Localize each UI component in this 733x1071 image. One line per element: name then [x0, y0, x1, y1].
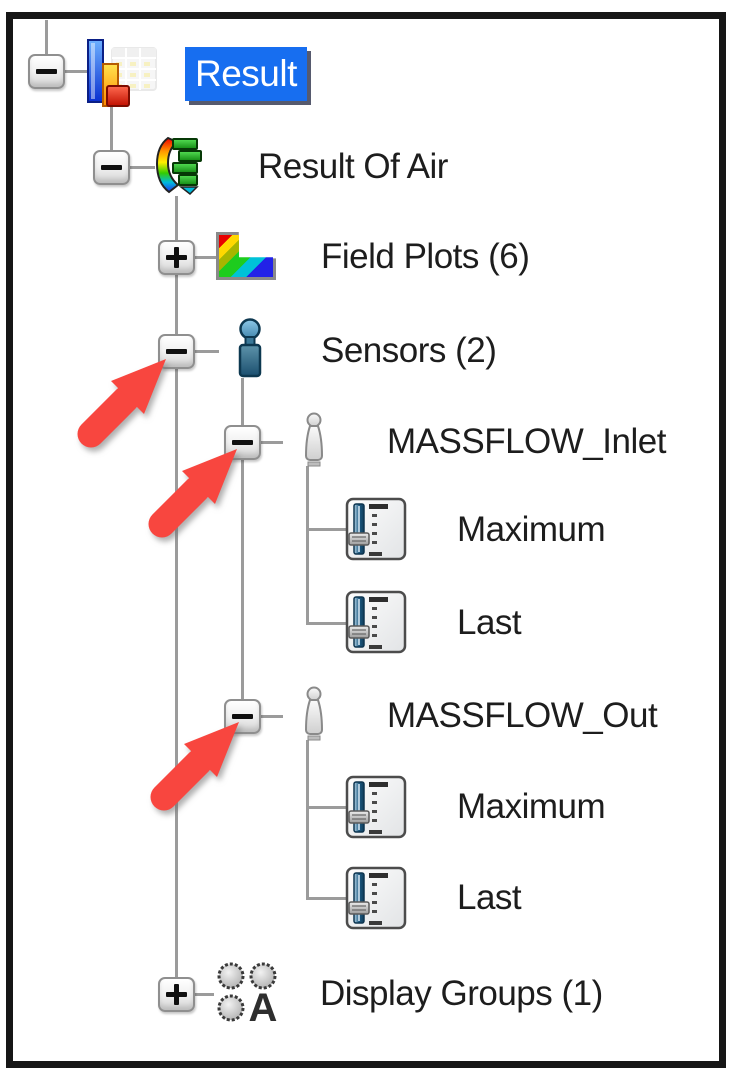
- red-arrow-annotation-massflow-inlet: [148, 449, 237, 538]
- red-arrow-annotation-sensors: [77, 359, 166, 448]
- slider-panel-icon: [345, 866, 407, 930]
- tree-connector-line: [110, 106, 113, 150]
- node-label-result-selected[interactable]: Result: [185, 47, 307, 101]
- tree-connector-line: [45, 20, 48, 54]
- minus-icon: [36, 69, 57, 74]
- solution-result-rainbow-icon: [155, 136, 202, 195]
- tree-connector-line: [241, 378, 244, 700]
- sensor-pawn-blue-icon: [238, 318, 262, 378]
- node-label-out-maximum[interactable]: Maximum: [457, 787, 606, 827]
- node-label-inlet-last[interactable]: Last: [457, 603, 522, 643]
- tree-connector-line: [261, 441, 283, 444]
- tree-connector-line: [306, 466, 309, 625]
- minus-icon: [232, 440, 253, 445]
- slider-panel-icon: [345, 497, 407, 561]
- tree-connector-line: [65, 70, 90, 73]
- result-of-air-expander-minus[interactable]: [93, 150, 130, 185]
- tree-connector-line: [195, 993, 214, 996]
- tree-connector-line: [129, 166, 155, 169]
- display-groups-circles-icon: A: [217, 962, 278, 1024]
- node-label-massflow-out[interactable]: MASSFLOW_Out: [387, 696, 658, 736]
- display-groups-expander-plus[interactable]: [158, 977, 195, 1012]
- tree-connector-line: [195, 256, 219, 259]
- result-chart-table-icon: [87, 39, 157, 107]
- node-label-field-plots[interactable]: Field Plots (6): [321, 237, 530, 277]
- tree-connector-line: [261, 715, 283, 718]
- tree-connector-line: [195, 350, 219, 353]
- minus-icon: [101, 165, 122, 170]
- panel-border: [6, 12, 726, 1068]
- minus-icon: [166, 349, 187, 354]
- red-arrow-annotation-massflow-out: [150, 722, 239, 811]
- slider-panel-icon: [345, 775, 407, 839]
- node-label-massflow-inlet[interactable]: MASSFLOW_Inlet: [387, 422, 666, 462]
- sensor-pawn-white-icon: [304, 686, 324, 741]
- tree-connector-line: [306, 528, 347, 531]
- sensor-pawn-white-icon: [304, 412, 324, 467]
- field-plots-expander-plus[interactable]: [158, 240, 195, 275]
- field-plot-contour-icon: [216, 232, 276, 280]
- tree-connector-line: [306, 622, 347, 625]
- tree-connector-line: [306, 740, 309, 900]
- tree-connector-line: [306, 806, 347, 809]
- node-label-sensors[interactable]: Sensors (2): [321, 331, 497, 371]
- node-label-out-last[interactable]: Last: [457, 878, 522, 918]
- svg-text:A: A: [249, 986, 278, 1024]
- massflow-inlet-expander-minus[interactable]: [224, 425, 261, 460]
- node-label-result-of-air[interactable]: Result Of Air: [258, 147, 448, 187]
- tree-connector-line: [175, 196, 178, 977]
- tree-connector-line: [306, 897, 347, 900]
- minus-icon: [232, 714, 253, 719]
- slider-panel-icon: [345, 590, 407, 654]
- node-label-display-groups[interactable]: Display Groups (1): [320, 974, 603, 1014]
- result-expander-minus[interactable]: [28, 54, 65, 89]
- node-label-inlet-maximum[interactable]: Maximum: [457, 510, 606, 550]
